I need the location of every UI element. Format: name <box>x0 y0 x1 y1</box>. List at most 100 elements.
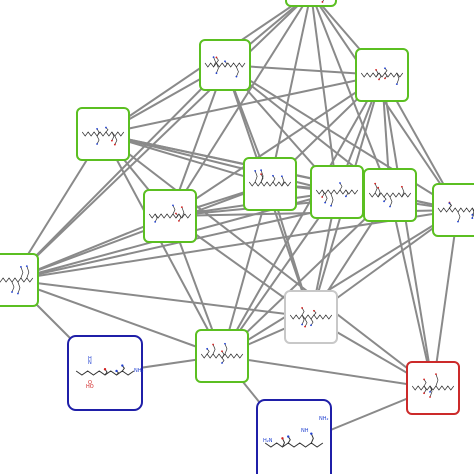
heteroatom-mark <box>235 75 238 78</box>
edge-n-top-n-i <box>11 0 306 281</box>
heteroatom-mark <box>178 219 180 222</box>
molecule-branch <box>175 213 179 219</box>
molecule-branch <box>96 135 100 145</box>
molecule-node-n-top[interactable] <box>285 0 337 7</box>
heteroatom-mark <box>389 205 391 208</box>
heteroatom-mark <box>378 78 380 81</box>
molecule-branch <box>301 307 305 316</box>
heteroatom-mark <box>272 174 274 177</box>
heteroatom-mark <box>330 204 332 207</box>
atom-label: O <box>88 380 92 386</box>
heteroatom-mark <box>400 185 403 188</box>
molecule-branch <box>384 72 388 79</box>
atom-label: HO <box>86 384 94 390</box>
heteroatom-mark <box>224 342 226 345</box>
atom-label: NH <box>301 428 309 434</box>
molecule-branch <box>254 170 258 183</box>
molecule-branch <box>310 433 314 444</box>
molecule-branch <box>449 203 452 209</box>
heteroatom-mark <box>281 437 284 440</box>
molecule-branch <box>154 213 158 223</box>
molecule-branch <box>260 173 264 183</box>
heteroatom-mark <box>154 220 157 223</box>
molecule-branch <box>429 385 433 398</box>
molecule-node-n-d[interactable] <box>243 157 297 211</box>
edge-n-a-n-i <box>11 64 226 281</box>
molecule-branch <box>457 211 461 222</box>
molecule-branch <box>345 189 349 197</box>
molecule-node-n-g[interactable] <box>432 183 474 237</box>
molecule-branch <box>96 128 100 137</box>
edge-n-f-n-red <box>389 194 434 389</box>
node-frame <box>199 39 251 91</box>
molecule-node-n-red[interactable] <box>406 361 460 415</box>
molecule-branch <box>11 281 15 293</box>
edge-n-top-n-f <box>312 0 391 196</box>
heteroatom-mark <box>395 83 398 86</box>
heteroatom-mark <box>224 60 226 63</box>
edge-n-c-n-red <box>102 133 434 389</box>
molecule-branch <box>301 314 305 325</box>
molecule-branch <box>389 196 393 207</box>
heteroatom-mark <box>215 56 218 59</box>
molecule-branch <box>339 182 343 191</box>
molecule-node-n-h[interactable] <box>143 189 197 243</box>
molecule-branch <box>330 193 334 206</box>
molecule-branch <box>282 438 286 448</box>
heteroatom-mark <box>11 291 13 293</box>
molecule-node-n-c[interactable] <box>76 107 130 161</box>
heteroatom-mark <box>324 201 327 204</box>
heteroatom-mark <box>96 143 98 145</box>
molecule-branch <box>322 0 324 3</box>
heteroatom-mark <box>374 182 377 185</box>
molecule-node-n-b[interactable] <box>355 48 409 102</box>
heteroatom-mark <box>384 77 386 80</box>
edge-n-d-n-i <box>11 183 271 281</box>
molecule-node-n-a[interactable] <box>199 39 251 91</box>
heteroatom-mark <box>375 68 377 71</box>
atom-label: NH₂ <box>319 416 329 422</box>
edge-n-k-n-red <box>221 355 434 389</box>
heteroatom-mark <box>111 139 113 142</box>
edge-n-g-n-red <box>432 209 459 389</box>
edge-n-i-n-j <box>11 279 312 318</box>
heteroatom-mark <box>212 56 215 59</box>
heteroatom-mark <box>423 392 425 395</box>
heteroatom-mark <box>113 143 116 146</box>
molecule-branch <box>304 318 308 327</box>
molecule-node-n-f[interactable] <box>363 168 417 222</box>
molecule-branch <box>206 348 210 355</box>
heteroatom-mark <box>254 169 257 172</box>
molecule-node-n-j[interactable] <box>284 290 338 344</box>
edge-n-e-n-k <box>221 191 338 357</box>
molecule-node-n-e[interactable] <box>310 165 364 219</box>
molecule-node-n-i[interactable] <box>0 253 39 307</box>
heteroatom-mark <box>115 369 118 373</box>
molecule-backbone <box>411 385 455 391</box>
edge-n-top-n-e <box>310 0 338 193</box>
edge-n-f-n-k <box>221 194 391 357</box>
molecule-branch <box>321 189 325 198</box>
heteroatom-mark <box>212 343 214 346</box>
heteroatom-mark <box>383 200 385 203</box>
molecule-branch <box>224 61 228 68</box>
node-frame <box>363 168 417 222</box>
molecule-branch <box>423 385 427 394</box>
heteroatom-mark <box>17 292 19 295</box>
edge-n-top-n-d <box>269 0 311 185</box>
molecule-branch <box>378 72 382 80</box>
edge-n-c-n-k <box>102 133 223 357</box>
atom-label: N <box>88 360 92 366</box>
molecule-branch <box>287 436 291 444</box>
heteroatom-mark <box>310 432 313 435</box>
molecule-branch <box>212 344 216 355</box>
heteroatom-mark <box>457 220 459 223</box>
molecule-branch <box>236 66 239 77</box>
molecule-branch <box>213 57 216 68</box>
node-frame <box>285 0 337 7</box>
heteroatom-mark <box>25 265 28 268</box>
molecule-node-n-k[interactable] <box>195 329 249 383</box>
